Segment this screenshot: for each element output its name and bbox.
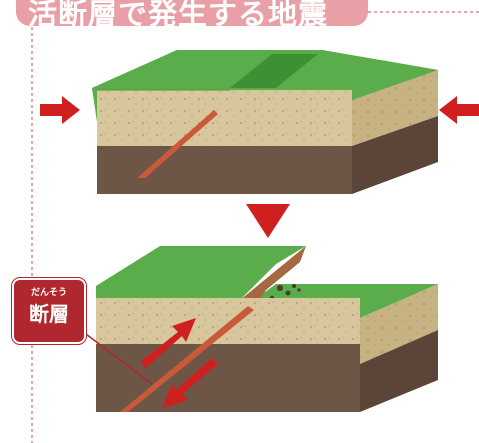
block-after <box>96 246 438 412</box>
fault-label-pointer <box>77 327 153 385</box>
down-arrow-icon <box>246 204 290 238</box>
block-before-soil-side <box>352 70 438 146</box>
block-before-soil-front <box>97 90 352 146</box>
compression-arrow-left-icon <box>40 96 80 124</box>
page-title: 活断層で発生する地震 <box>28 0 329 27</box>
block-after-rock-side <box>360 330 438 412</box>
fault-line-after <box>120 306 254 412</box>
slip-arrow-down-icon <box>162 358 218 408</box>
title-banner <box>16 0 368 26</box>
fault-label: 断層 <box>29 302 69 326</box>
compression-arrow-right-icon <box>439 96 479 124</box>
fault-label-ruby: だんそう <box>30 288 67 298</box>
block-before <box>92 50 438 194</box>
block-before-rock-side <box>352 116 438 194</box>
slip-arrow-up-icon <box>140 318 196 368</box>
block-before-rock-front <box>97 146 352 194</box>
block-after-soil-front <box>96 298 360 344</box>
block-after-soil-side <box>360 284 438 364</box>
fault-crack-before <box>137 110 218 178</box>
fault-label-box <box>12 278 86 344</box>
block-after-grass-left <box>96 246 306 300</box>
